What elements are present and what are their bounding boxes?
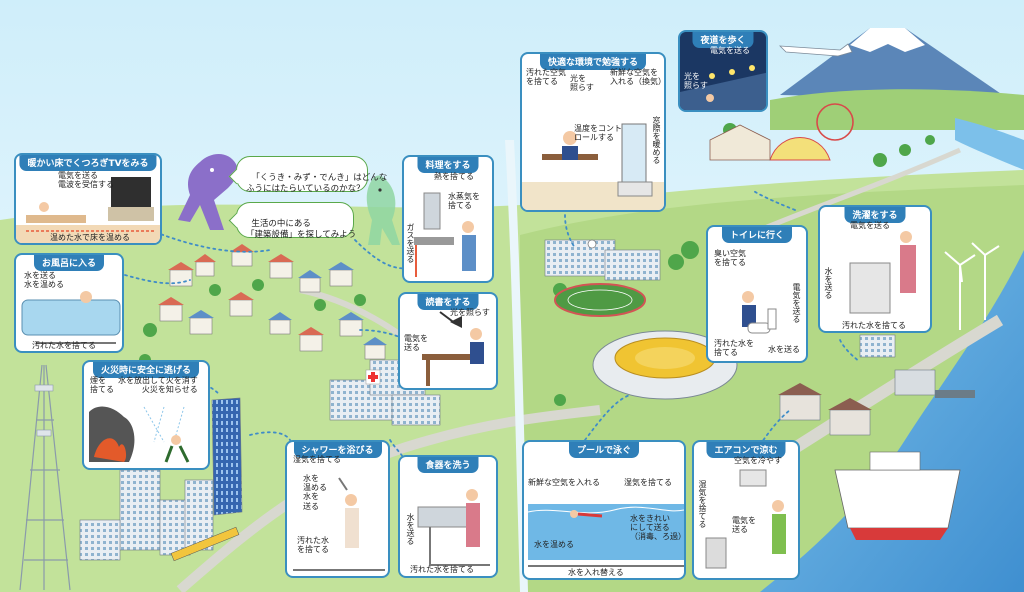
panel-study: 快適な環境で勉強する 汚れた空気 を捨てる 光を 照らす 新鮮な空気を 入れる（…: [520, 52, 666, 212]
panel-cook: 料理をする 熱を捨てる 水蒸気を 捨てる ガスを送る: [402, 155, 494, 283]
panel-dish: 食器を洗う 水を送る 汚れた水を捨てる: [398, 455, 498, 578]
cook-label-steam: 水蒸気を 捨てる: [448, 192, 480, 211]
classroom-icon: [522, 123, 664, 210]
night-label-light: 光を 照らす: [684, 72, 708, 91]
panel-study-title: 快適な環境で勉強する: [539, 54, 647, 70]
fire-label-sprinkler: 水を放出して火を消す 火災を知らせる: [118, 376, 198, 395]
panel-fire: 火災時に安全に逃げる 煙を 捨てる 水を放出して火を消す 火災を知らせる: [82, 360, 210, 470]
toilet-label-water: 水を送る: [768, 345, 800, 354]
cook-label-gas: ガスを送る: [406, 223, 415, 263]
toilet-label-drain: 汚れた水を 捨てる: [714, 339, 754, 358]
night-label-electric: 電気を送る: [710, 46, 750, 55]
speech-bubble-question: 「くうき・みず・でんき」はどんな ふうにはたらいているのかな？: [228, 156, 387, 194]
panel-night: 夜道を歩く 電気を送る 光を 照らす: [678, 30, 768, 112]
study-label-light: 光を 照らす: [570, 74, 594, 93]
sink-icon: [417, 489, 490, 566]
air-conditioner-icon: [705, 469, 786, 569]
fire-scene-icon: [89, 406, 190, 463]
aircon-label-electric: 電気を 送る: [732, 516, 756, 535]
speech-bubble-explore: 生活の中にある 「建築設備」を探してみよう: [228, 202, 357, 241]
panel-night-title: 夜道を歩く: [692, 32, 754, 48]
panel-laundry-title: 洗濯をする: [844, 207, 906, 223]
cook-label-heat: 熱を捨てる: [434, 172, 474, 181]
panel-toilet-title: トイレに行く: [721, 227, 793, 243]
reading-desk-icon: [422, 311, 484, 386]
panel-read: 読書をする 光を照らす 電気を 送る: [398, 292, 498, 390]
panel-aircon-title: エアコンで涼む: [706, 442, 786, 458]
pool-label-humidity: 湿気を捨てる: [624, 478, 672, 487]
tv-room-icon: [16, 177, 160, 243]
bathtub-icon: [21, 291, 121, 344]
laundry-label-electric: 電気を送る: [850, 221, 890, 230]
panel-tv-title: 暖かい床でくつろぎTVをみる: [19, 155, 157, 171]
fire-label-smoke: 煙を 捨てる: [90, 376, 114, 395]
panel-aircon: エアコンで涼む 空気を冷やす 湿気を捨てる 電気を 送る: [692, 440, 800, 580]
dish-label-water: 水を送る: [406, 513, 415, 545]
shower-icon: [293, 477, 385, 571]
panel-bath-title: お風呂に入る: [33, 255, 105, 271]
study-label-temperature: 温度をコント ロールする: [574, 124, 622, 143]
aircon-label-humidity: 湿気を捨てる: [698, 480, 707, 528]
laundry-label-water: 水を送る: [824, 267, 833, 299]
toilet-label-electric: 電気を送る: [792, 283, 801, 323]
pool-label-filter: 水をきれい にして送る （消毒、ろ過）: [630, 514, 686, 542]
washing-machine-icon: [849, 231, 916, 314]
panel-cook-title: 料理をする: [417, 157, 479, 173]
panel-shower-title: シャワーを浴びる: [293, 442, 382, 458]
read-label-light: 光を照らす: [450, 308, 490, 317]
bath-label-drain: 汚れた水を捨てる: [32, 341, 96, 350]
shower-label-humidity: 湿気を捨てる: [293, 455, 341, 464]
street-light-icon: [680, 65, 766, 110]
aircon-label-cool: 空気を冷やす: [734, 456, 782, 465]
laundry-label-drain: 汚れた水を捨てる: [842, 321, 906, 330]
bubble-explore-text: 生活の中にある 「建築設備」を探してみよう: [246, 219, 357, 241]
read-label-electric: 電気を 送る: [404, 334, 428, 353]
kitchen-icon: [414, 192, 476, 277]
panel-pool: プールで泳ぐ 新鮮な空気を入れる 湿気を捨てる 水をきれい にして送る （消毒、…: [522, 440, 686, 580]
tv-label-electric: 電気を送る 電波を受信する: [58, 171, 114, 190]
shower-label-drain: 汚れた水 を捨てる: [297, 536, 329, 555]
pool-label-fresh-air: 新鮮な空気を入れる: [528, 478, 600, 487]
study-label-ventilation: 新鮮な空気を 入れる（換気）: [610, 68, 666, 87]
panel-bath: お風呂に入る 水を送る 水を温める 汚れた水を捨てる: [14, 253, 124, 353]
pool-icon: [527, 504, 684, 567]
panel-fire-title: 火災時に安全に逃げる: [92, 362, 200, 378]
study-label-exhaust: 汚れた空気 を捨てる: [526, 68, 566, 87]
shower-label-water: 水を 温める 水を 送る: [303, 474, 327, 511]
dish-label-drain: 汚れた水を捨てる: [410, 565, 474, 574]
toilet-label-odor: 臭い空気 を捨てる: [714, 249, 746, 268]
bath-label-water: 水を送る 水を温める: [24, 271, 64, 290]
pool-label-replace: 水を入れ替える: [568, 568, 624, 577]
panel-laundry: 洗濯をする 電気を送る 水を送る 汚れた水を捨てる: [818, 205, 932, 333]
bubble-question-text: 「くうき・みず・でんき」はどんな ふうにはたらいているのかな？: [246, 173, 388, 195]
pool-label-heat: 水を温める: [534, 540, 574, 549]
tv-label-floor: 温めた水で床を温める: [50, 233, 130, 242]
panel-tv: 暖かい床でくつろぎTVをみる 電気を送る 電波を受信する 温めた水で床を温める: [14, 153, 162, 245]
study-label-window: 窓際を暖める: [652, 116, 661, 164]
toilet-icon: [742, 291, 777, 334]
panel-read-title: 読書をする: [417, 294, 479, 310]
panel-shower: シャワーを浴びる 湿気を捨てる 水を 温める 水を 送る 汚れた水 を捨てる: [285, 440, 390, 578]
panel-pool-title: プールで泳ぐ: [568, 442, 640, 458]
panel-toilet: トイレに行く 臭い空気 を捨てる 電気を送る 汚れた水を 捨てる 水を送る: [706, 225, 808, 363]
panel-dish-title: 食器を洗う: [417, 457, 479, 473]
